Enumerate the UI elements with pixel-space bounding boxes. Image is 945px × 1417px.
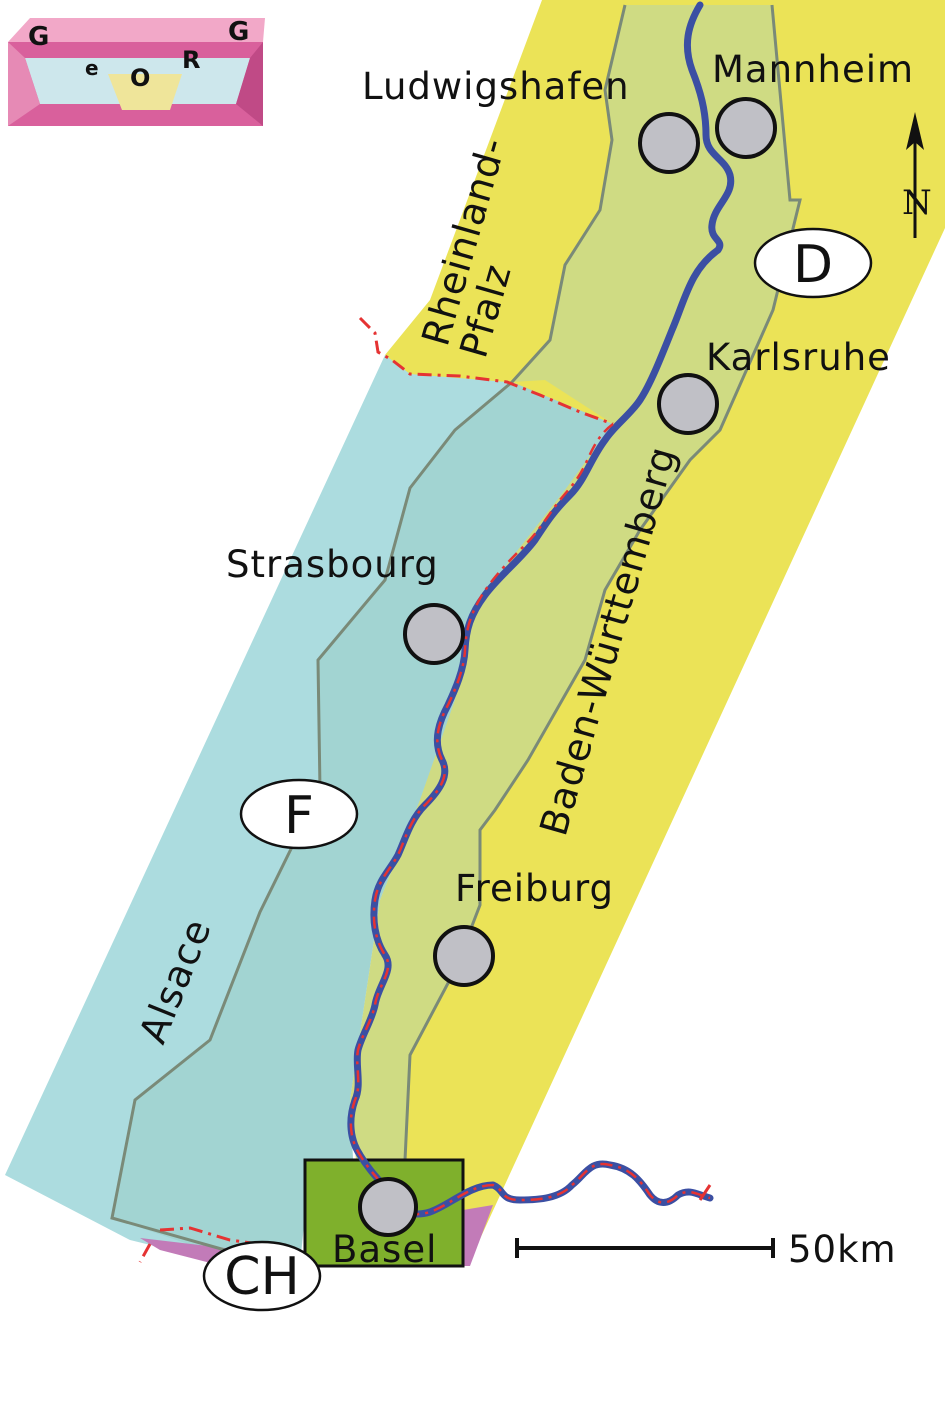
scale-label: 50km (788, 1228, 897, 1271)
switzerland-area-east (463, 1205, 493, 1266)
north-arrow: N (902, 112, 932, 238)
city-label-karlsruhe: Karlsruhe (706, 336, 891, 379)
city-marker-freiburg (433, 925, 495, 987)
city-marker-ludwigshafen (638, 112, 700, 174)
north-label: N (902, 183, 932, 223)
logo-letter-o: O (130, 64, 150, 92)
border-east-end (698, 1184, 712, 1201)
city-markers (358, 97, 777, 1237)
city-label-strasbourg: Strasbourg (226, 543, 439, 586)
country-badge-france: F (239, 778, 359, 850)
city-marker-strasbourg (403, 603, 465, 665)
logo-letter-g2: G (228, 17, 249, 47)
graben-floor-germany (350, 5, 800, 1200)
country-label-france: F (284, 786, 314, 846)
city-marker-basel (358, 1177, 418, 1237)
graben-floor-france (112, 382, 613, 1258)
germany-area (385, 0, 945, 1265)
scale-bar: 50km (515, 1228, 897, 1271)
logo-letter-g1: G (28, 22, 49, 52)
rhine-border (349, 422, 711, 1216)
city-label-mannheim: Mannheim (712, 48, 914, 91)
logo-letter-r: R (182, 46, 200, 74)
city-label-freiburg: Freiburg (455, 867, 614, 910)
country-label-germany: D (793, 235, 833, 295)
city-label-basel: Basel (332, 1228, 437, 1271)
logo-letter-e: e (85, 56, 99, 80)
city-label-ludwigshafen: Ludwigshafen (362, 65, 630, 108)
city-marker-mannheim (715, 97, 777, 159)
city-marker-karlsruhe (657, 373, 719, 435)
country-badge-switzerland: CH (202, 1240, 322, 1312)
country-label-switzerland: CH (224, 1247, 299, 1307)
country-badge-germany: D (753, 227, 873, 299)
georg-logo: G e O R G (8, 17, 265, 126)
